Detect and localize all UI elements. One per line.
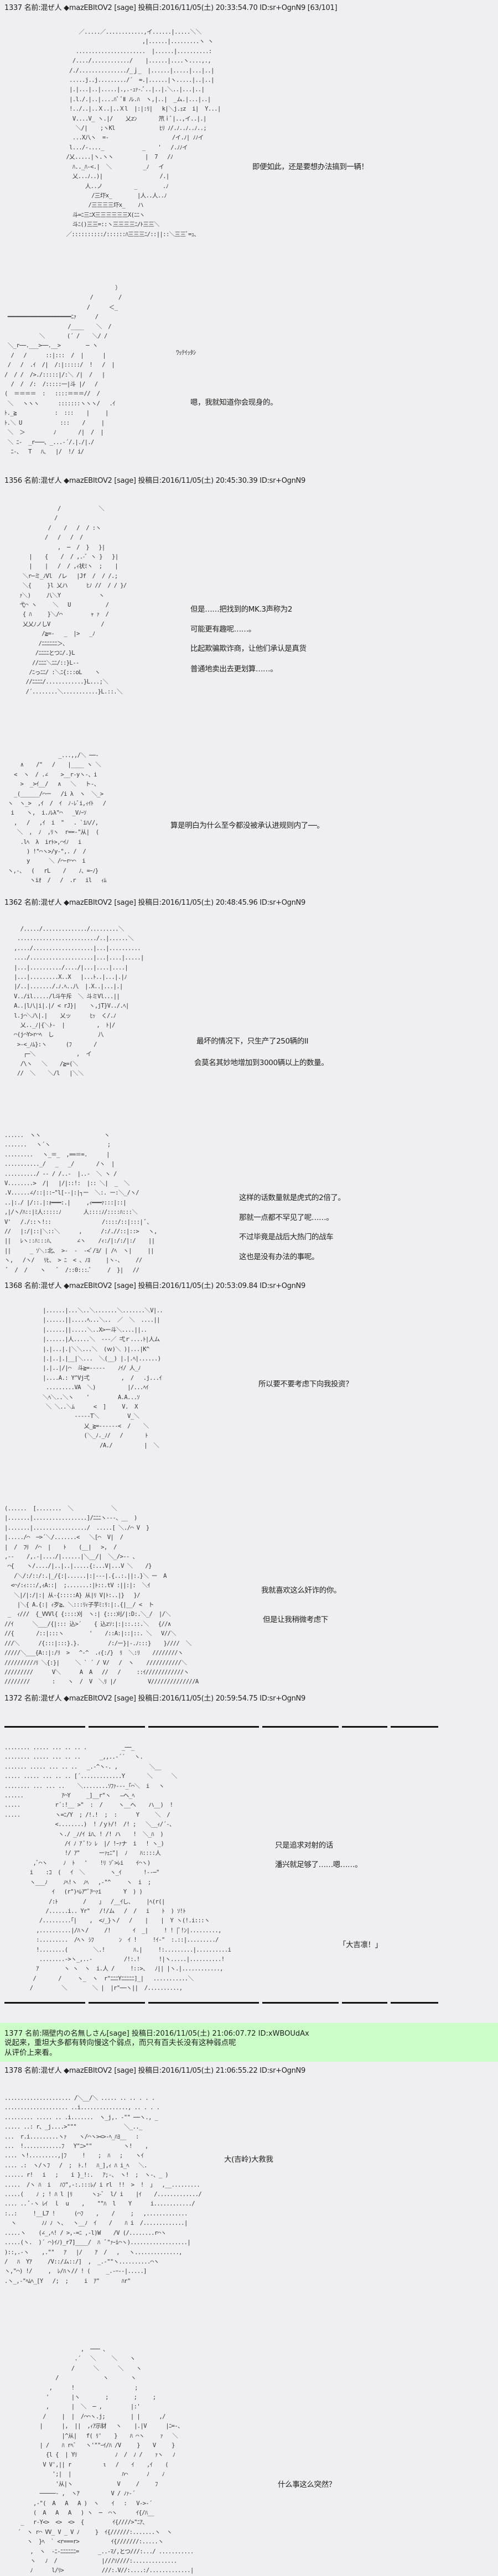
dialogue-line: 我就喜欢这么奸诈的你。: [261, 1586, 341, 1595]
dialogue-line: 「大吉凛！」: [339, 1941, 382, 1949]
dialogue-line: 这样的话数量就是虎式的2倍了。: [239, 1193, 345, 1202]
dialogue-line: 潘兴就足够了……嗯……。: [275, 1860, 362, 1869]
dialogue-line: 普通地卖出去更划算……。: [190, 665, 278, 674]
dialogue-line: 算是明白为什么至今都没被承认进规则内了──。: [170, 821, 324, 830]
highlighted-comment: 1377 名前:隔壁内の名無しさん[sage] 投稿日:2016/11/05(土…: [0, 2023, 498, 2062]
post-header-1356: 1356 名前:混ぜ人 ◆mazEBItOV2 [sage] 投稿日:2016/…: [4, 477, 305, 485]
post-header-1378: 1378 名前:混ぜ人 ◆mazEBItOV2 [sage] 投稿日:2016/…: [4, 2067, 305, 2075]
ascii-art-9: ........ ..... ... .. .. . _──_ ........…: [4, 1744, 231, 1992]
ascii-art-8: (...... [........ ＼ ＼ |.......|.........…: [4, 1505, 199, 1686]
sound-effect: ﾜｯﾃｲｯﾀｼ: [176, 349, 196, 356]
post-header-1362: 1362 名前:混ぜ人 ◆mazEBItOV2 [sage] 投稿日:2016/…: [4, 899, 305, 907]
dialogue-line: 只是追求对射的话: [275, 1841, 333, 1850]
comment-line: 说起来，重坦大多都有转向慢这个弱点，而只有百夫长没有这种弱点呢: [4, 2038, 236, 2047]
dialogue-line: 什么事这么突然？: [278, 2480, 336, 2489]
dialogue-line: 会莫名其妙地增加到3000辆以上的数量。: [194, 1058, 329, 1067]
dialogue-line: 但是……把找到的MK.3声称为2: [190, 605, 293, 614]
ascii-art-7: |......|...＼..＼.......＼.......＼V|.. |...…: [43, 1307, 163, 1449]
ascii-art-10: ..................... /＼__/＼ ..... .. ..…: [4, 2095, 202, 2285]
comment-line: 从评价上来看。: [4, 2048, 57, 2057]
post-header-1337: 1337 名前:混ぜ人 ◆mazEBItOV2 [sage] 投稿日:2016/…: [4, 4, 338, 12]
dialogue-line: 嗯，我就知道你会现身的。: [190, 398, 278, 407]
dialogue-line: 即便如此，还是要想办法搞到一辆！: [252, 163, 369, 171]
dialogue-line: 但是让我稍微考虑下: [263, 1615, 328, 1624]
dialogue-line: 最坏的情况下，只生产了250辆的II: [196, 1037, 309, 1046]
dialogue-line: 所以要不要考虑下向我投资？: [258, 1380, 353, 1389]
post-header-1368: 1368 名前:混ぜ人 ◆mazEBItOV2 [sage] 投稿日:2016/…: [4, 1282, 305, 1290]
ascii-art-2: ） / / / ＜_ ━━━━━━━━━━━━━━━━━━━━ﾆｧ / /___…: [4, 285, 122, 455]
ascii-art-1: ／.....／............,イ......|.....＼＼ ,|..…: [66, 29, 221, 238]
ascii-art-3: / ＼ / / / / / :ヽ / / / / , ─ / } }| | { …: [19, 505, 127, 695]
dialogue-line: 可能更有趣呢……。: [190, 625, 256, 634]
dialogue-line: 不过毕竟是战后大热门的战车: [239, 1233, 334, 1242]
dialogue-line: 比起欺骗欺诈商，让他们承认是真货: [190, 644, 307, 653]
ascii-art-11: , ─── 、 .´ ＼ ＼ ヽ / ＼ ＼ ヽ / ヽ ヽ , ! ; ' |…: [17, 2346, 194, 2574]
post-header-1377: 1377 名前:隔壁内の名無しさん[sage] 投稿日:2016/11/05(土…: [4, 2030, 309, 2038]
dialogue-line: 这也是没有办法的事呢。: [239, 1253, 319, 1261]
ascii-art-4: _...,,/＼ ──- ∧ /" / |____ ヽ ＼ < ヽ / .∠ >…: [7, 752, 107, 884]
ascii-art-6: ...... ヽヽ ヽ ....... ヽ´ヽ ; ......... ヽ_＝_…: [4, 1132, 157, 1274]
post-header-1372: 1372 名前:混ぜ人 ◆mazEBItOV2 [sage] 投稿日:2016/…: [4, 1694, 305, 1703]
divider-line: [4, 2002, 438, 2004]
divider-line: [4, 1726, 438, 1728]
ascii-art-5: /...../............../.........＼ .......…: [14, 926, 144, 1077]
dialogue-line: 那就一点都不罕见了呢……。: [239, 1213, 334, 1222]
dialogue-line: 大(吉岭)大救我: [224, 2155, 273, 2164]
